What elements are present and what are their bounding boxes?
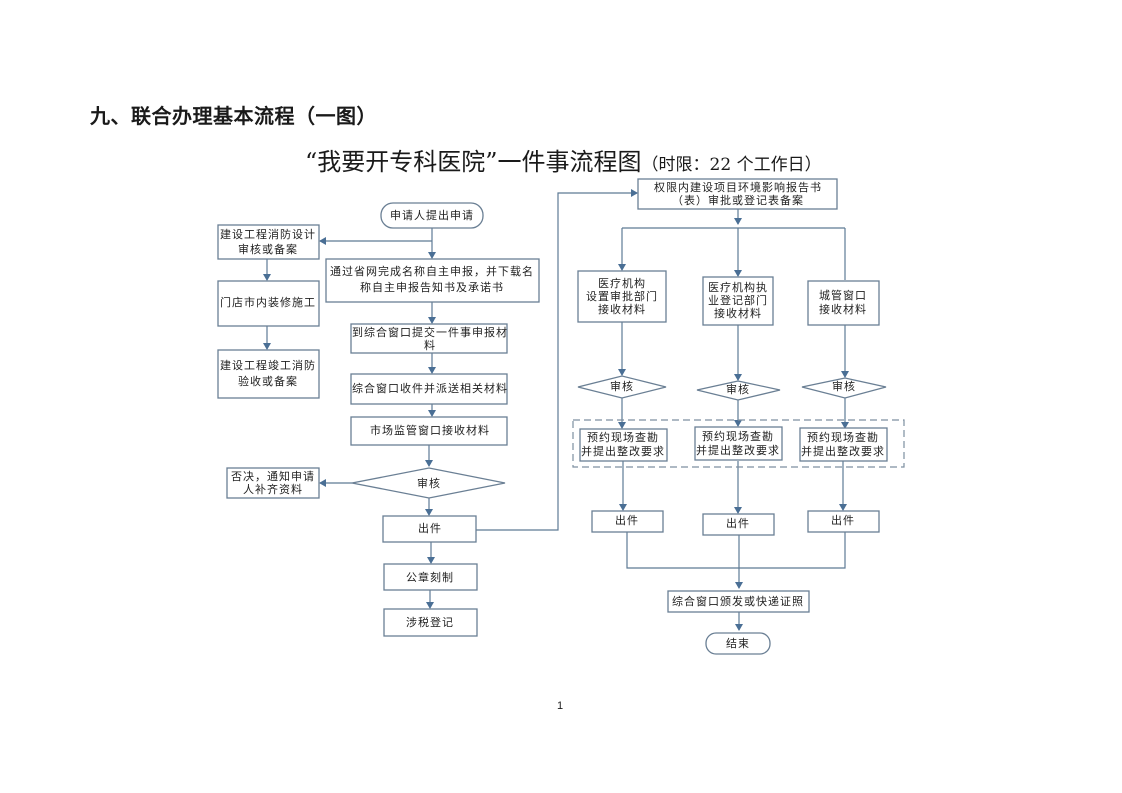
node-issue-1-label: 出件 xyxy=(615,513,639,527)
node-review-3: 审核 xyxy=(801,377,887,399)
node-tax: 涉税登记 xyxy=(383,608,478,637)
chart-title: “我要开专科医院”一件事流程图（时限：22 个工作日） xyxy=(305,142,822,177)
node-inspect-2-line2: 并提出整改要求 xyxy=(696,443,780,457)
node-env-line2: （表）审批或登记表备案 xyxy=(672,193,804,207)
node-seal-label: 公章刻制 xyxy=(406,570,454,584)
chart-title-main: “我要开专科医院”一件事流程图 xyxy=(305,148,642,176)
node-fire-design-line1: 建设工程消防设计 xyxy=(220,227,316,241)
node-interior-label: 门店市内装修施工 xyxy=(220,295,316,309)
node-branch1-line1: 医疗机构 xyxy=(598,276,646,290)
node-issue-main: 出件 xyxy=(382,515,477,543)
node-branch1-receive: 医疗机构 设置审批部门 接收材料 xyxy=(577,270,667,323)
node-market-receive-label: 市场监管窗口接收材料 xyxy=(370,423,490,437)
node-branch3-line2: 接收材料 xyxy=(819,302,867,316)
node-reject-line1: 否决，通知申请 xyxy=(231,469,315,483)
node-inspect-1-line2: 并提出整改要求 xyxy=(581,444,665,458)
inspection-group-border xyxy=(572,419,905,468)
node-fire-accept-line1: 建设工程竣工消防 xyxy=(220,358,316,372)
node-fire-design-line2: 审核或备案 xyxy=(238,242,298,256)
node-reject: 否决，通知申请 人补齐资料 xyxy=(226,467,320,499)
edge-issue-to-env xyxy=(476,189,638,531)
node-issue-3-label: 出件 xyxy=(831,513,855,527)
node-branch2-receive: 医疗机构执 业登记部门 接收材料 xyxy=(702,276,774,326)
node-review-1: 审核 xyxy=(577,375,667,399)
node-fire-accept: 建设工程竣工消防 验收或备案 xyxy=(217,349,320,399)
node-receive-dispatch-label: 综合窗口收件并派送相关材料 xyxy=(352,381,508,395)
node-review-3-label: 审核 xyxy=(832,379,856,393)
section-title: 九、联合办理基本流程（一图） xyxy=(90,104,377,128)
node-issue-main-label: 出件 xyxy=(418,521,442,535)
node-deliver: 综合窗口颁发或快递证照 xyxy=(667,590,810,613)
node-name-report: 通过省网完成名称自主申报，并下载名 称自主申报告知书及承诺书 xyxy=(325,258,540,303)
node-inspect-3: 预约现场查勘 并提出整改要求 xyxy=(799,427,888,462)
node-env: 权限内建设项目环境影响报告书 （表）审批或登记表备案 xyxy=(637,178,838,210)
node-reject-line2: 人补齐资料 xyxy=(243,482,303,496)
node-name-report-line2: 称自主申报告知书及承诺书 xyxy=(360,280,504,294)
chart-title-time-limit: （时限：22 个工作日） xyxy=(641,155,822,175)
node-start: 申请人提出申请 xyxy=(380,202,484,229)
node-review-main-label: 审核 xyxy=(417,476,441,490)
node-env-line1: 权限内建设项目环境影响报告书 xyxy=(654,180,822,194)
node-submit: 到综合窗口提交一件事申报材 料 xyxy=(350,323,508,354)
node-issue-2: 出件 xyxy=(702,513,775,536)
node-receive-dispatch: 综合窗口收件并派送相关材料 xyxy=(350,373,508,405)
node-market-receive: 市场监管窗口接收材料 xyxy=(350,416,508,446)
node-submit-line2: 料 xyxy=(424,338,436,352)
edges xyxy=(263,189,849,631)
node-branch3-line1: 城管窗口 xyxy=(819,288,867,302)
page-number: 1 xyxy=(557,700,564,712)
node-interior: 门店市内装修施工 xyxy=(217,280,320,327)
node-submit-line1: 到综合窗口提交一件事申报材 xyxy=(352,325,508,339)
node-review-2-label: 审核 xyxy=(726,382,750,396)
node-start-label: 申请人提出申请 xyxy=(390,208,474,222)
node-branch2-line2: 业登记部门 xyxy=(708,293,768,307)
node-review-main: 审核 xyxy=(351,467,506,499)
node-fire-design: 建设工程消防设计 审核或备案 xyxy=(217,224,320,260)
node-inspect-3-line2: 并提出整改要求 xyxy=(801,444,885,458)
node-fire-accept-line2: 验收或备案 xyxy=(238,374,298,388)
node-inspect-2: 预约现场查勘 并提出整改要求 xyxy=(694,426,783,461)
node-branch3-receive: 城管窗口 接收材料 xyxy=(807,280,880,326)
node-seal: 公章刻制 xyxy=(383,563,478,591)
edge-issues-merge xyxy=(626,532,846,569)
node-branch1-line2: 设置审批部门 xyxy=(586,289,658,303)
node-inspect-3-line1: 预约现场查勘 xyxy=(807,430,879,444)
node-end: 结束 xyxy=(705,632,771,655)
node-inspect-1-line1: 预约现场查勘 xyxy=(587,430,659,444)
node-tax-label: 涉税登记 xyxy=(406,615,454,629)
node-deliver-label: 综合窗口颁发或快递证照 xyxy=(672,594,804,608)
node-issue-3: 出件 xyxy=(807,510,880,533)
node-issue-1: 出件 xyxy=(591,510,664,533)
node-branch1-line3: 接收材料 xyxy=(598,302,646,316)
node-review-2: 审核 xyxy=(696,380,781,401)
node-branch2-line3: 接收材料 xyxy=(714,306,762,320)
node-inspect-2-line1: 预约现场查勘 xyxy=(702,429,774,443)
node-end-label: 结束 xyxy=(726,637,750,650)
node-name-report-line1: 通过省网完成名称自主申报，并下载名 xyxy=(330,264,534,278)
node-issue-2-label: 出件 xyxy=(726,516,750,530)
node-inspect-1: 预约现场查勘 并提出整改要求 xyxy=(579,428,668,462)
node-branch2-line1: 医疗机构执 xyxy=(708,280,768,294)
node-review-1-label: 审核 xyxy=(610,379,634,393)
